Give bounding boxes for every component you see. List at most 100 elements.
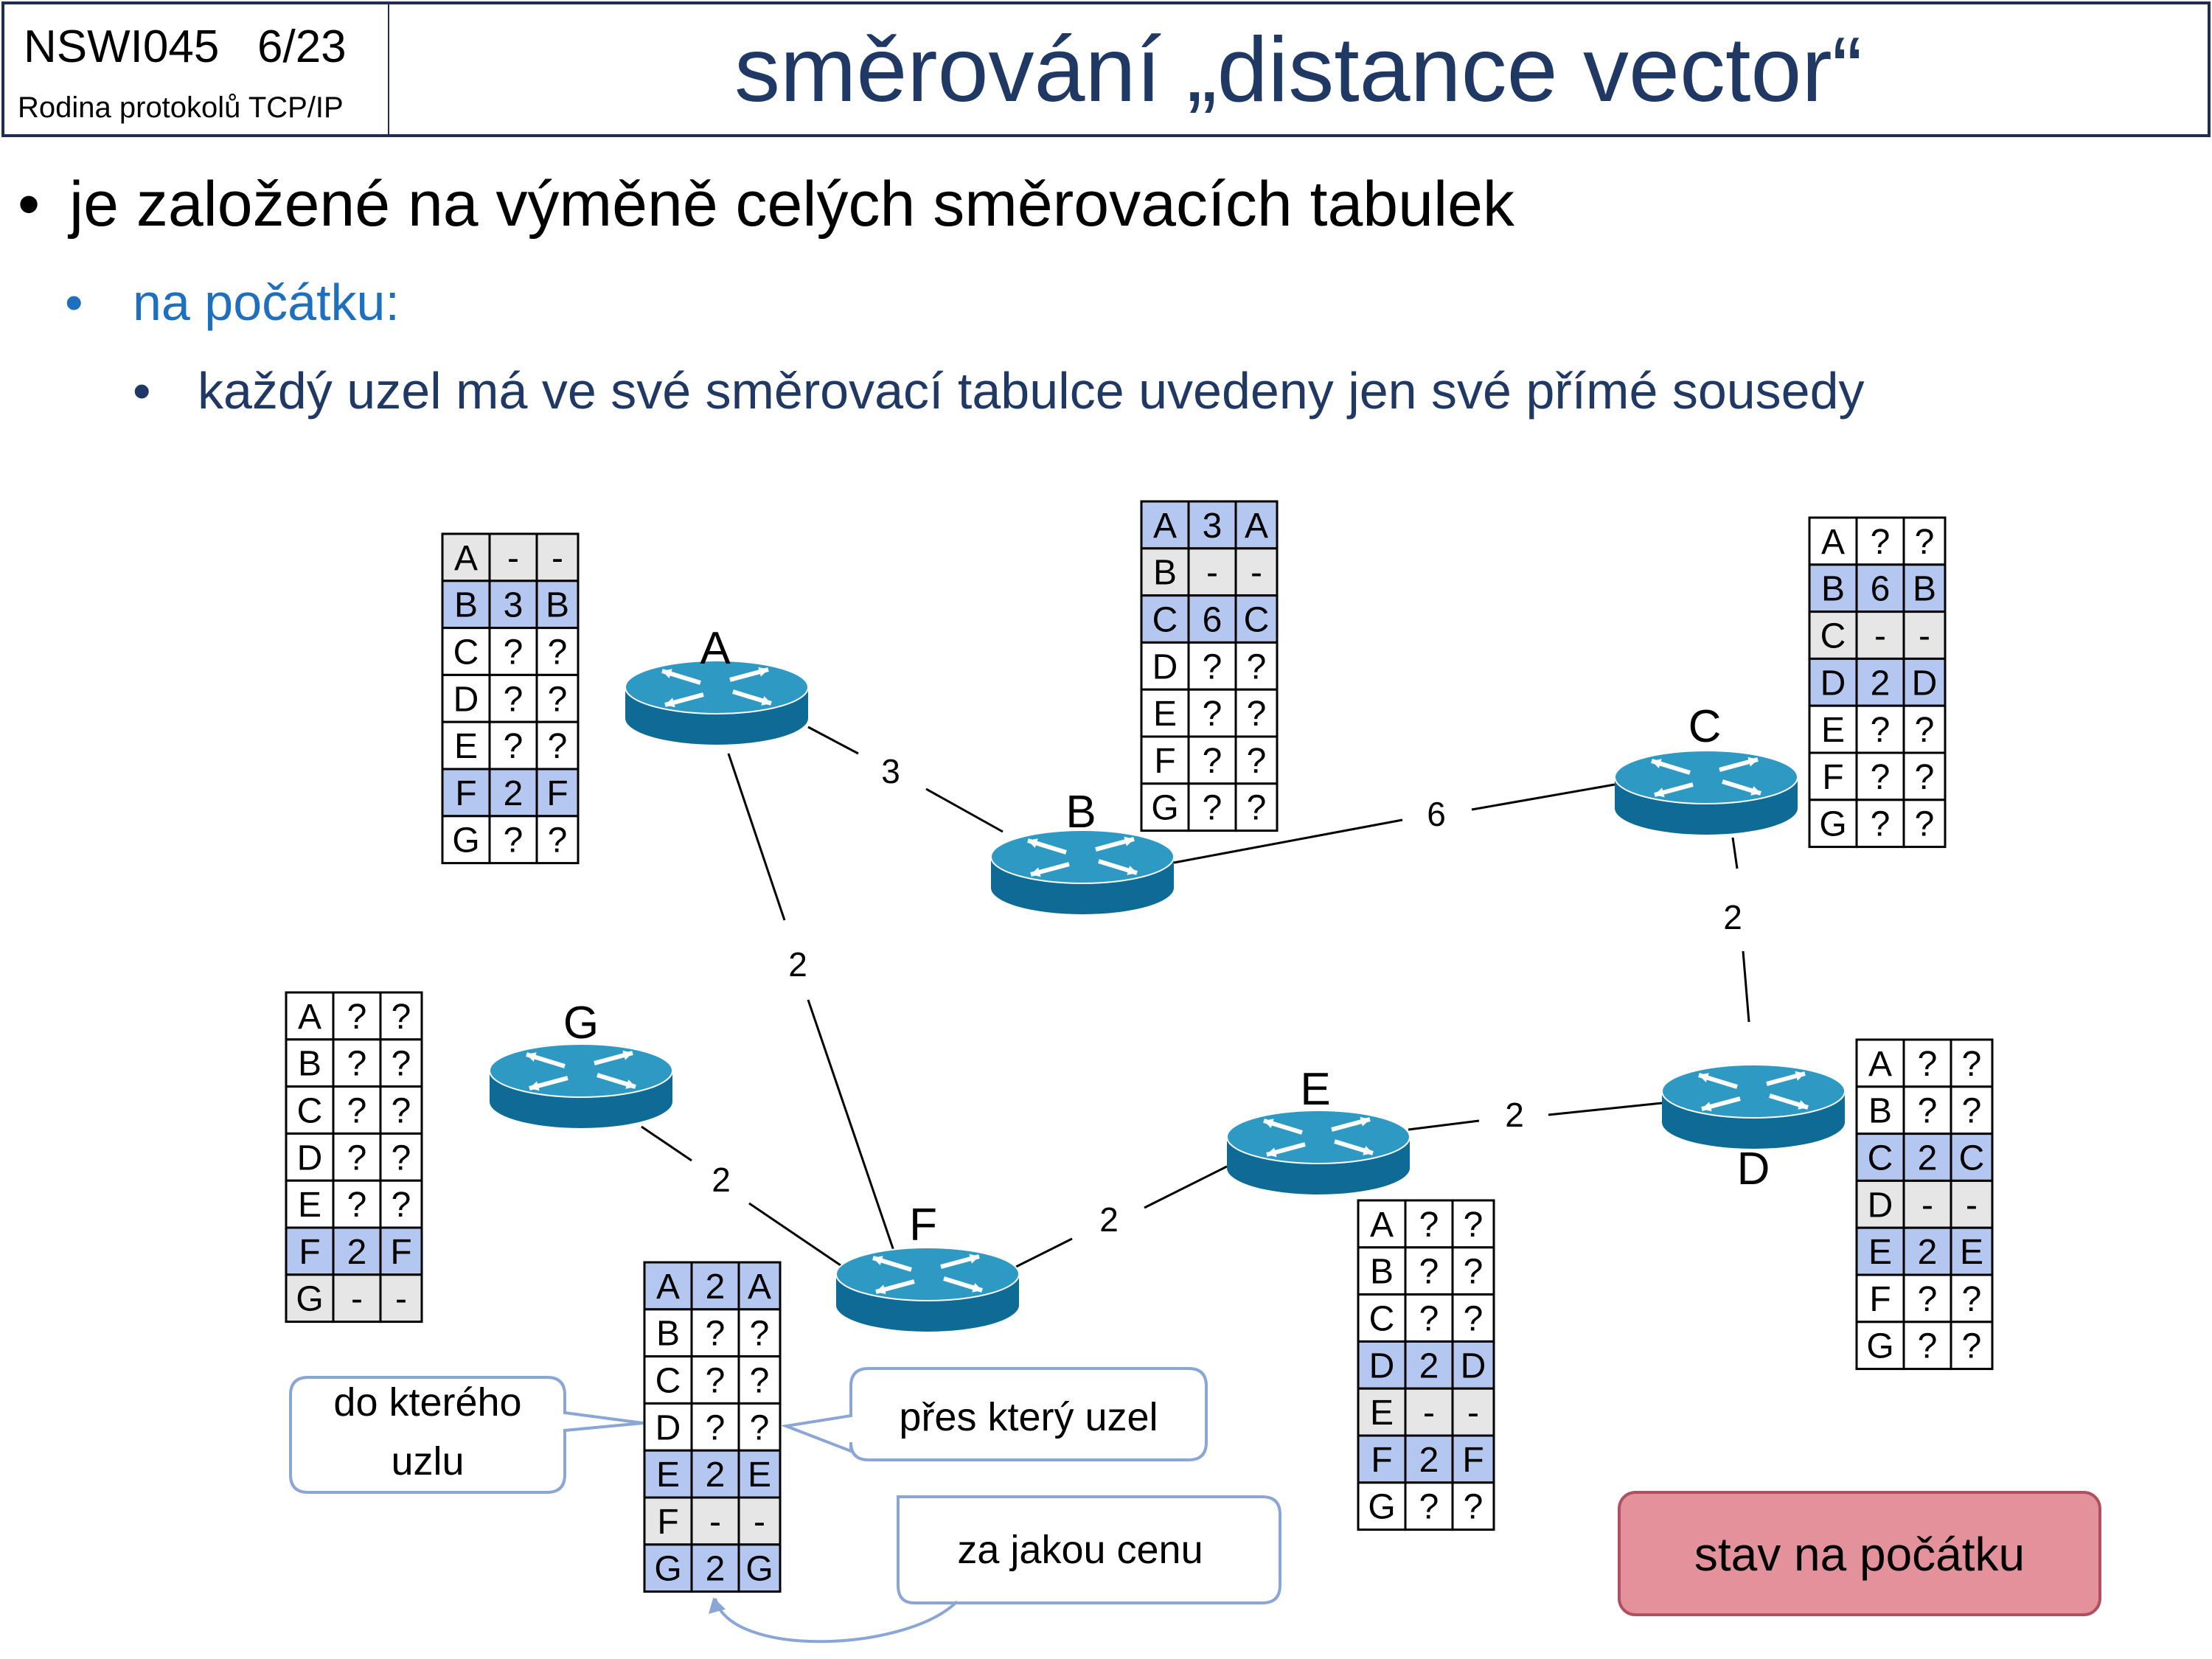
table-cell-destination: D	[453, 680, 479, 719]
table-cell	[1404, 1340, 1454, 1390]
table-row: G??	[1140, 782, 1279, 832]
table-row: D??	[285, 1132, 423, 1182]
table-cell	[488, 627, 538, 676]
link-e-f: 2	[1015, 1165, 1228, 1268]
table-cell	[1902, 704, 1947, 754]
table-row: F??	[1140, 735, 1279, 785]
table-cell-cost: ?	[1203, 789, 1222, 828]
link-line	[1408, 1119, 1480, 1131]
callout-cost-arrowhead	[708, 1597, 726, 1614]
table-row: G??	[1808, 799, 1947, 849]
table-cell-via: C	[1244, 601, 1270, 640]
table-cell	[1357, 1387, 1407, 1437]
table-row: D--	[1855, 1179, 1994, 1229]
callout-destination-line1: do kterého	[333, 1380, 521, 1425]
table-cell-cost: ?	[504, 633, 524, 672]
table-cell	[1808, 799, 1858, 849]
table-cell	[1234, 782, 1279, 832]
link-cost-label: 2	[712, 1161, 731, 1199]
router-label: B	[1065, 787, 1096, 838]
table-cell-destination: A	[298, 998, 321, 1037]
link-cost-label: 2	[1505, 1096, 1524, 1134]
table-cell-destination: B	[656, 1315, 680, 1354]
table-cell-cost: 2	[706, 1267, 726, 1307]
table-cell	[1357, 1481, 1407, 1531]
link-cost-label: 2	[1723, 898, 1742, 936]
table-row: B??	[643, 1308, 782, 1358]
table-cell	[1950, 1038, 1994, 1088]
table-cell-via: ?	[750, 1315, 770, 1354]
table-cell-via: -	[1251, 554, 1262, 593]
link-line	[925, 787, 1004, 833]
table-cell	[379, 1038, 423, 1088]
bullet-level2: •na počátku:	[65, 274, 400, 331]
table-row: E??	[1140, 688, 1279, 738]
table-cell	[737, 1355, 782, 1405]
slide-title: směrování „distance vector“	[734, 19, 1863, 121]
table-cell-cost: ?	[347, 1092, 367, 1131]
table-cell	[690, 1543, 740, 1593]
table-cell-cost: ?	[504, 680, 524, 719]
table-cell-cost: ?	[1871, 523, 1891, 562]
table-cell	[1808, 704, 1858, 754]
callout-via-shape	[780, 1367, 1208, 1461]
link-line	[748, 1202, 846, 1270]
table-cell-cost: 3	[1203, 507, 1222, 546]
table-cell-cost: ?	[706, 1315, 726, 1354]
bullet-level1-text: je založené na výměně celých směrovacích…	[69, 169, 1514, 240]
table-cell-destination: G	[1151, 789, 1178, 828]
table-cell-destination: D	[1369, 1346, 1395, 1385]
table-cell	[690, 1355, 740, 1405]
table-cell-cost: ?	[1871, 805, 1891, 844]
table-cell-cost: ?	[347, 1138, 367, 1178]
table-cell-cost: -	[1921, 1186, 1933, 1225]
link-line	[727, 753, 786, 921]
table-cell-cost: ?	[706, 1362, 726, 1401]
table-cell	[1451, 1246, 1495, 1296]
link-b-c: 6	[1173, 783, 1615, 864]
table-cell-via: ?	[1247, 695, 1267, 734]
table-row: G??	[1855, 1321, 1994, 1371]
router-icon	[990, 830, 1175, 914]
router-f: F	[835, 1200, 1020, 1332]
link-line	[641, 1125, 692, 1162]
table-cell-cost: ?	[347, 1186, 367, 1225]
table-cell-cost: -	[1206, 554, 1218, 593]
table-row: C??	[643, 1355, 782, 1405]
table-row: G--	[285, 1273, 423, 1324]
table-cell-via: ?	[1962, 1327, 1982, 1366]
table-cell-via: -	[552, 539, 563, 578]
table-cell-destination: D	[1152, 647, 1178, 686]
table-cell-via: B	[1913, 570, 1936, 609]
table-cell-destination: G	[1819, 805, 1846, 844]
table-cell-cost: 2	[1918, 1139, 1938, 1178]
table-cell	[1451, 1387, 1495, 1437]
callout-cost-arrow	[714, 1598, 959, 1644]
bullet-level3: •každý uzel má ve své směrovací tabulce …	[133, 362, 1865, 420]
link-line	[1173, 818, 1403, 864]
link-line	[1742, 950, 1750, 1023]
table-cell-cost: ?	[1918, 1045, 1938, 1084]
table-cell-via: F	[546, 774, 568, 813]
table-row: G??	[441, 815, 580, 865]
table-cell-via: ?	[750, 1362, 770, 1401]
router-label: D	[1737, 1144, 1770, 1194]
table-cell	[332, 1226, 382, 1276]
table-cell	[1140, 500, 1190, 550]
table-cell	[535, 627, 580, 676]
table-cell-via: ?	[1962, 1045, 1982, 1084]
callouts-layer: do kterého uzlu přes který uzel za jakou…	[289, 1367, 1281, 1644]
table-cell-destination: G	[1866, 1327, 1893, 1366]
link-line	[1471, 783, 1615, 811]
table-cell	[1808, 563, 1858, 613]
